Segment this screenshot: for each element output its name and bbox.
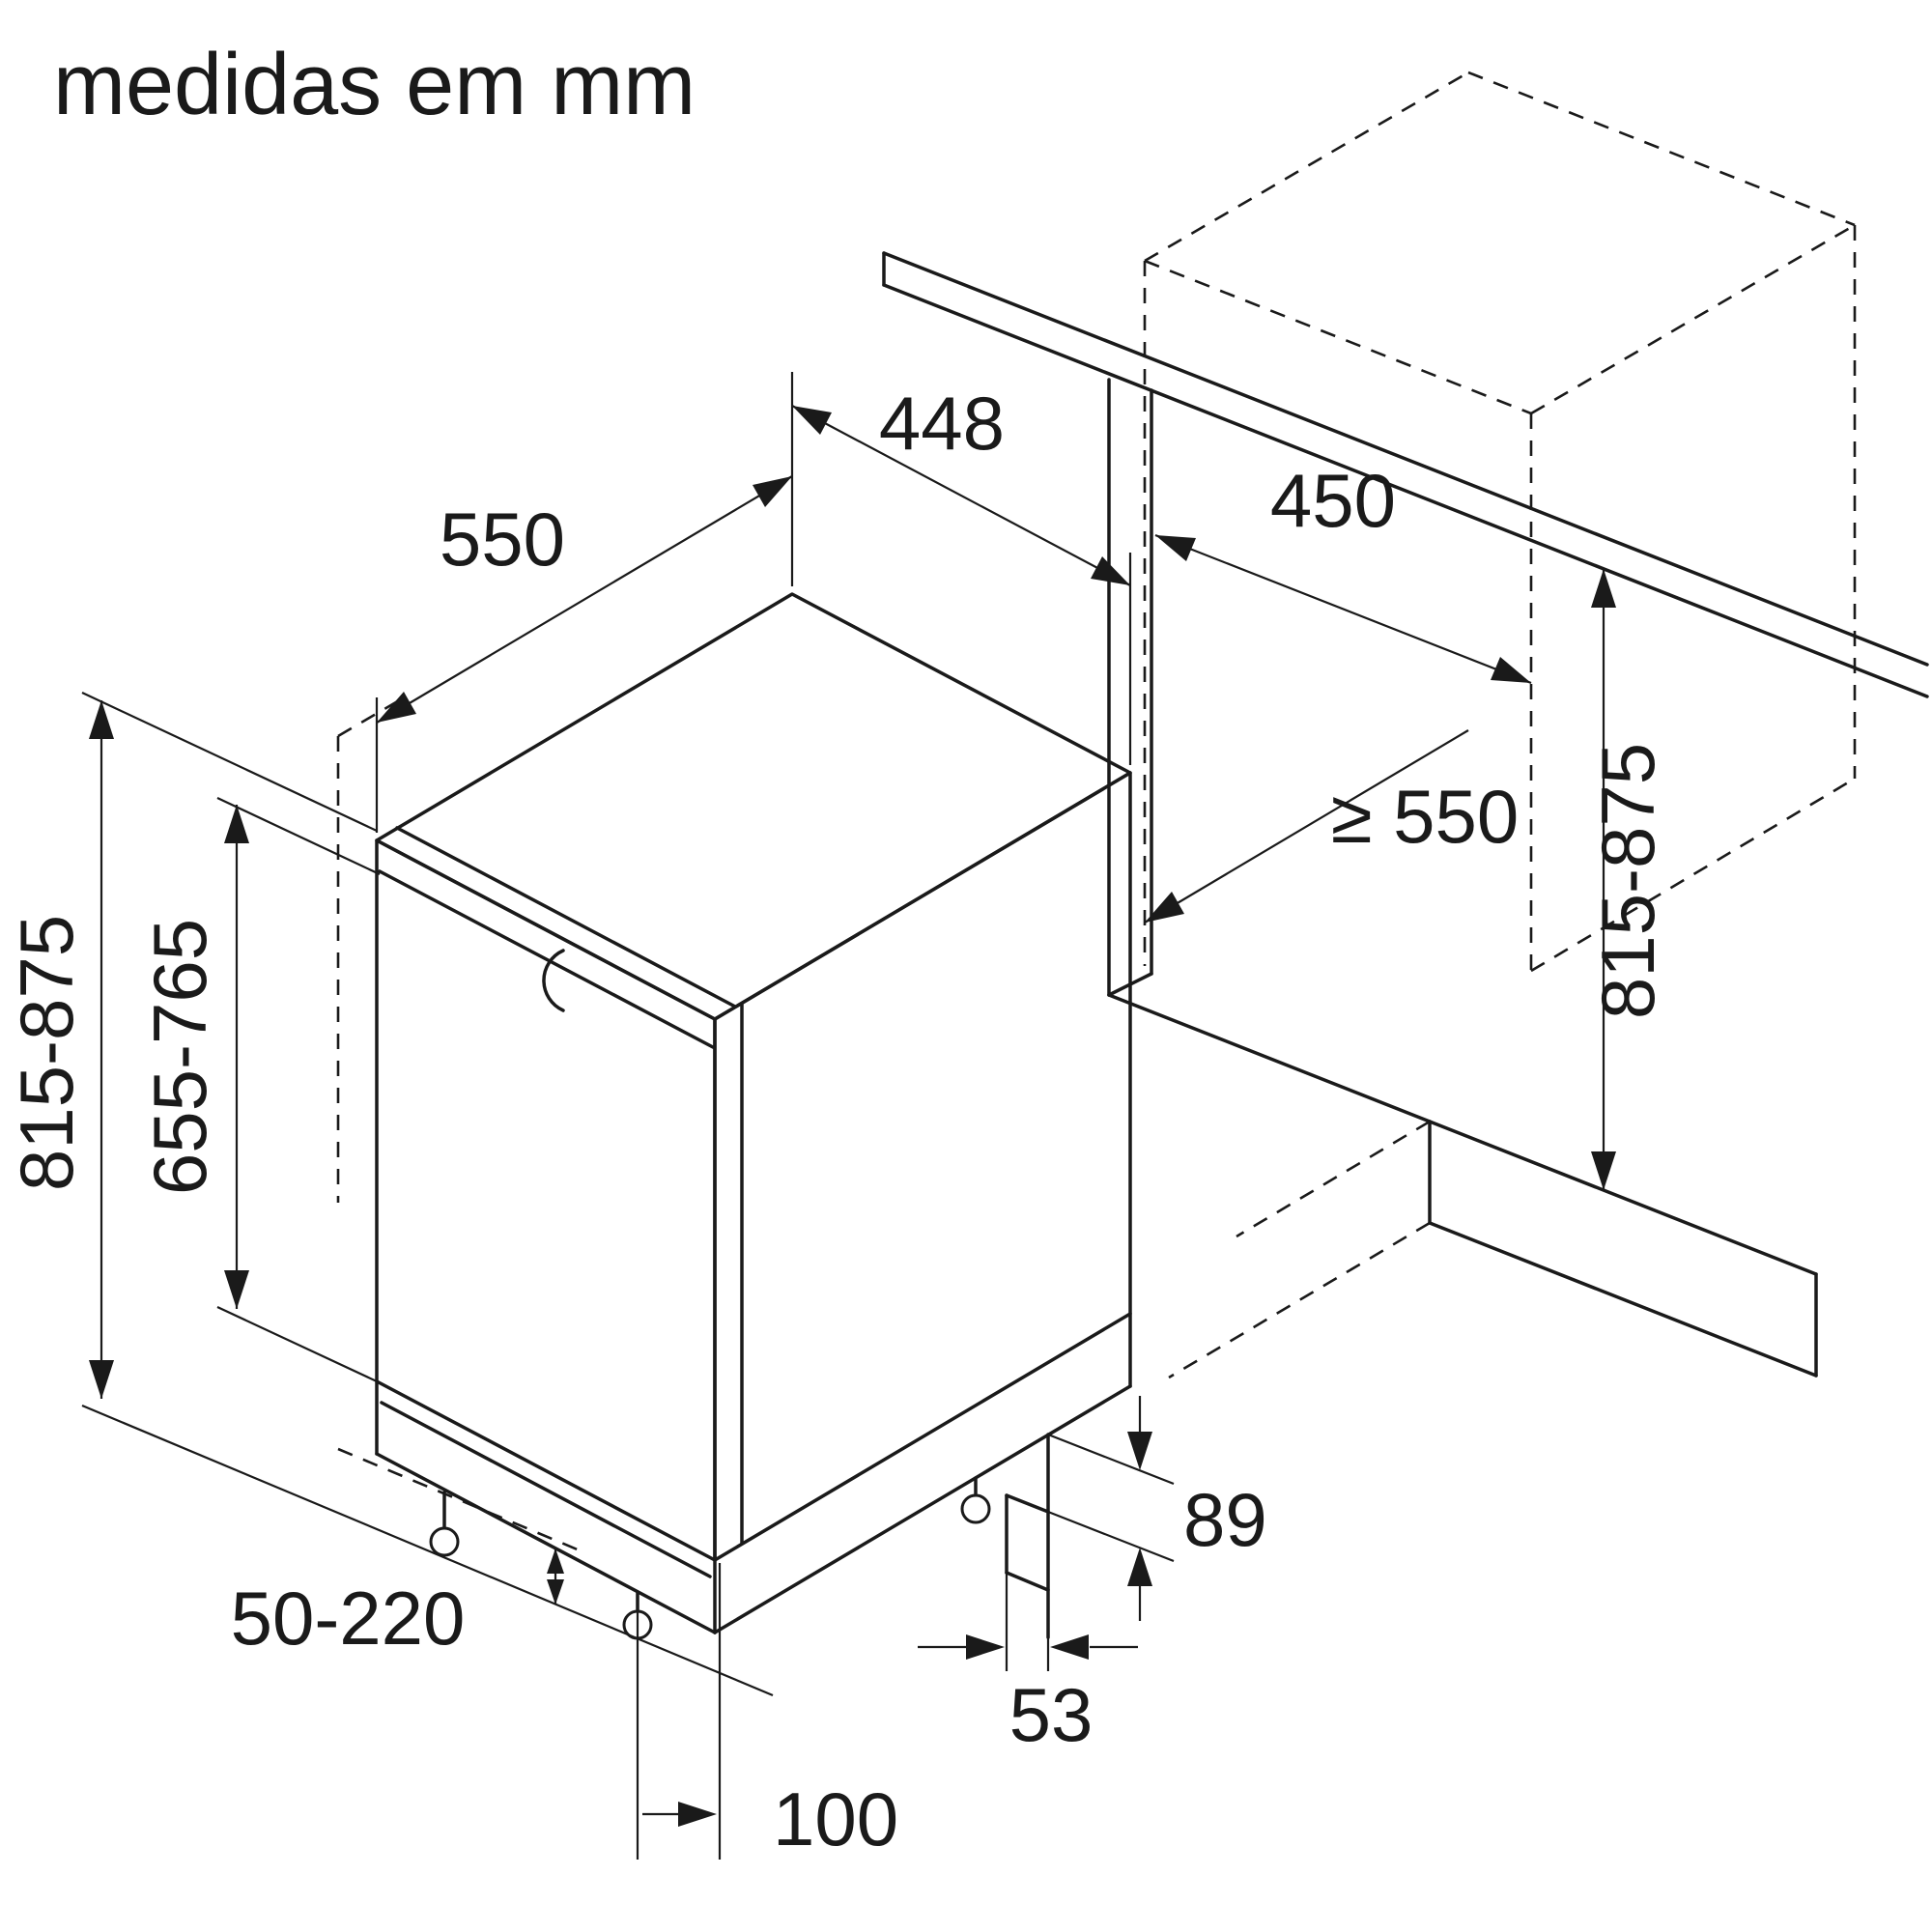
- niche-panels: [1107, 378, 1818, 1378]
- dimension-annotations: [81, 372, 1616, 1860]
- dim-label-door-height: 655-765: [137, 919, 222, 1195]
- dim-label-rear-step-height: 89: [1183, 1477, 1267, 1562]
- appliance-dashed-niche-outline: [336, 697, 581, 1552]
- appliance-drawing: [336, 592, 1132, 1640]
- door-handle-icon: [542, 949, 565, 1012]
- dim-label-niche-depth-min: ≥ 550: [1331, 774, 1520, 859]
- dim-label-appliance-height: 815-875: [4, 915, 89, 1191]
- countertop: [882, 251, 1929, 698]
- dim-label-plinth-recess: 100: [773, 1776, 898, 1861]
- dim-label-appliance-width: 448: [879, 381, 1005, 466]
- adjustable-foot-icon: [429, 1526, 460, 1557]
- appliance-outline: [375, 592, 1132, 1639]
- niche-dashed-volume: [1143, 71, 1857, 1379]
- dim-label-appliance-depth: 550: [440, 497, 565, 582]
- dim-label-niche-height: 815-875: [1585, 743, 1670, 1019]
- dim-label-rear-step-width: 53: [1009, 1672, 1094, 1757]
- dim-label-leg-adjust: 50-220: [231, 1576, 466, 1661]
- page-title: medidas em mm: [53, 37, 696, 133]
- dim-label-niche-width: 450: [1270, 458, 1396, 543]
- adjustable-foot-icon: [960, 1493, 991, 1524]
- niche-drawing: [882, 71, 1929, 1379]
